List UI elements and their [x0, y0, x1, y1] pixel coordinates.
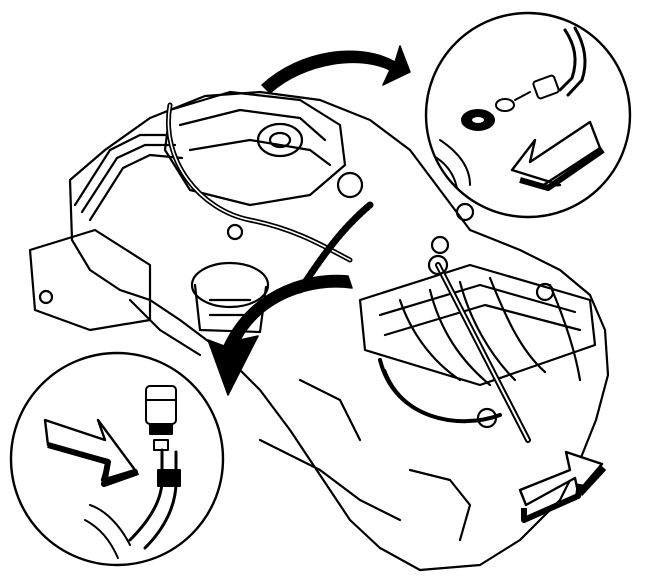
plenum-ridge: [178, 108, 327, 142]
bolt-head: [226, 223, 244, 241]
manifold-edge: [298, 378, 362, 442]
bolt-head: [535, 282, 555, 302]
intake-plenum: [163, 90, 347, 207]
valve-cover-right: [358, 263, 597, 387]
dipstick-handle: [427, 254, 449, 276]
spark-plug-wire: [428, 288, 492, 387]
curved-arrow-left-icon: [207, 274, 353, 396]
bolt-head: [455, 202, 475, 222]
valve-cover-rib: [378, 283, 577, 317]
sensor-housing: [336, 171, 364, 199]
valve-cover-rib: [383, 303, 582, 337]
lower-housing-edge: [258, 438, 402, 522]
spark-plug-wire: [548, 283, 582, 382]
vacuum-hose-highlight: [167, 104, 351, 261]
hose-edge: [84, 519, 119, 559]
arrow-shadow: [519, 147, 605, 191]
curved-arrow-right-icon: [261, 45, 411, 94]
throttle-body: [256, 122, 304, 158]
dipstick-highlight: [437, 264, 529, 441]
plenum-ridge: [188, 138, 332, 167]
bracket-bolt-hole: [38, 289, 54, 305]
spark-plug-wire: [488, 276, 547, 374]
bolt-head: [430, 235, 450, 255]
hose-clamp: [157, 469, 181, 487]
lower-housing-edge: [408, 468, 472, 542]
connector-fitting: [476, 407, 498, 429]
hose-edge: [89, 504, 131, 546]
fuel-line: [80, 143, 177, 214]
spark-plug-wire: [458, 280, 517, 382]
vacuum-hose: [166, 102, 353, 263]
block-arrow-right-icon: [518, 450, 607, 523]
valve-collar: [149, 423, 173, 435]
manifold-edge: [128, 298, 202, 357]
arrow-shadow: [47, 442, 139, 487]
pcv-valve: [532, 74, 560, 100]
fuel-line: [88, 153, 184, 222]
detail-callout-bottom: [9, 351, 225, 567]
distributor-cap: [190, 261, 270, 309]
coolant-hose-inner: [384, 369, 481, 422]
fuel-line: [73, 133, 172, 207]
valve-fitting-bore: [470, 115, 486, 125]
throttle-bore: [268, 131, 292, 149]
housing-edge: [439, 139, 471, 186]
vacuum-hose-detail: [566, 26, 587, 97]
connector-line: [514, 91, 531, 101]
spark-plug-wire: [398, 298, 462, 382]
vacuum-hose-detail: [558, 28, 577, 92]
engine-mount-bracket: [28, 228, 152, 332]
coolant-hose: [378, 358, 502, 424]
detail-callout-top: [424, 11, 632, 219]
grommet: [495, 98, 515, 112]
